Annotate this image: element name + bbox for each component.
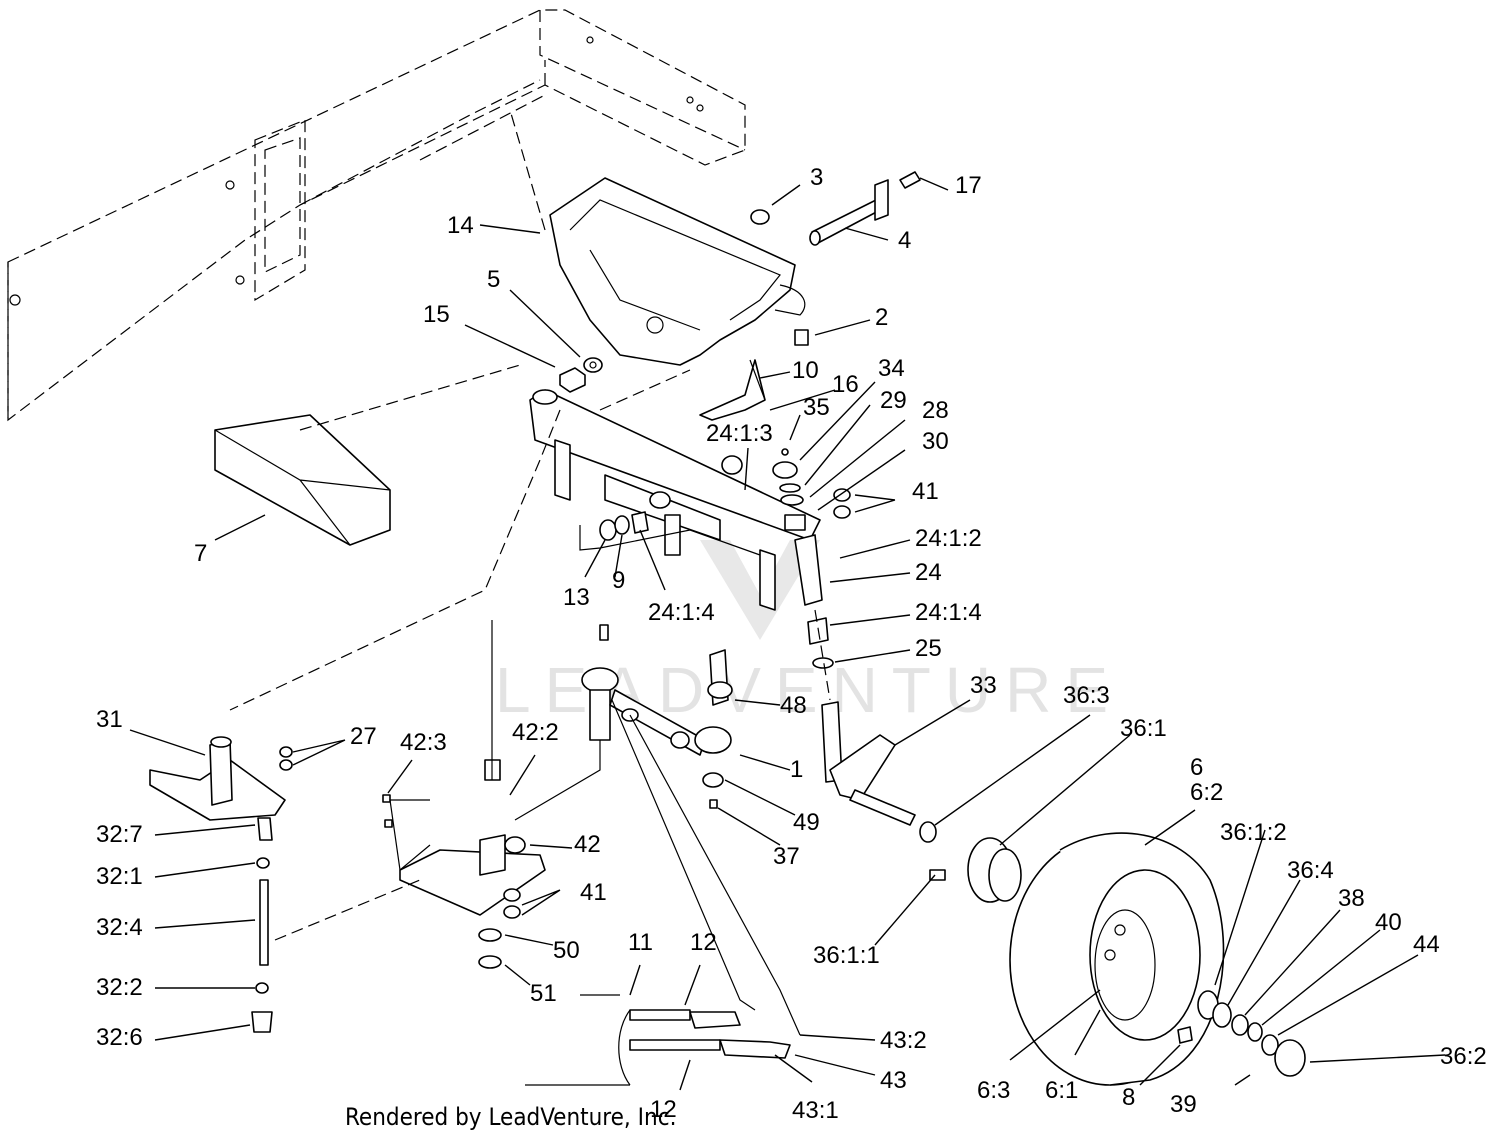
steering-cylinder-part-1: [581, 624, 732, 809]
callout-16: 16: [832, 371, 859, 398]
callout-40: 40: [1375, 909, 1402, 936]
callout-8: 8: [1122, 1084, 1135, 1111]
callout-6-1: 6:1: [1045, 1077, 1078, 1104]
chassis-frame: [7, 9, 746, 422]
callout-48: 48: [780, 692, 807, 719]
callout-3: 3: [810, 164, 823, 191]
front-axle-part-24: [529, 389, 823, 611]
callout-24-1-3: 24:1:3: [706, 420, 773, 447]
callout-43-1: 43:1: [792, 1097, 839, 1124]
spindle-stack-parts: [772, 448, 806, 531]
callout-33: 33: [970, 672, 997, 699]
hydraulic-hoses-part-11-12-43: [618, 1009, 791, 1086]
wheel-tire-part-6: [1009, 832, 1225, 1086]
pivot-bracket-part-14: [549, 177, 806, 366]
pin-part-4: [809, 179, 889, 246]
callout-37: 37: [773, 843, 800, 870]
callout-6-2: 6:2: [1190, 779, 1223, 806]
callout-30: 30: [922, 428, 949, 455]
callout-6-3: 6:3: [977, 1077, 1010, 1104]
callout-43: 43: [880, 1067, 907, 1094]
callout-12-bottom: 12: [650, 1096, 677, 1123]
callout-42-3: 42:3: [400, 729, 447, 756]
watermark-logo: [700, 540, 820, 640]
callout-13: 13: [563, 584, 590, 611]
nut-part-3: [750, 209, 770, 225]
callout-12-top: 12: [690, 929, 717, 956]
weight-block-part-7: [214, 414, 391, 546]
washers-parts-13-9: [599, 511, 649, 541]
callout-32-7: 32:7: [96, 821, 143, 848]
callout-32-6: 32:6: [96, 1024, 143, 1051]
callout-24: 24: [915, 559, 942, 586]
assembly-dashed-lines: [229, 109, 831, 1086]
callout-24-1-4-left: 24:1:4: [648, 599, 715, 626]
callout-5: 5: [487, 266, 500, 293]
callout-2: 2: [875, 304, 888, 331]
callout-36-2: 36:2: [1440, 1043, 1487, 1070]
callout-15: 15: [423, 301, 450, 328]
washer-part-5: [583, 357, 603, 373]
spindle-part-33: [821, 701, 937, 843]
callout-25: 25: [915, 635, 942, 662]
callout-32-2: 32:2: [96, 974, 143, 1001]
hub-hardware-stack: [1177, 990, 1306, 1077]
callout-6: 6: [1190, 754, 1203, 781]
wheel-hub-part-36-1: [929, 837, 1022, 903]
spindle-part-31: [149, 736, 293, 821]
callout-36-1-2: 36:1:2: [1220, 819, 1287, 846]
callout-4: 4: [898, 227, 911, 254]
callout-36-3: 36:3: [1063, 682, 1110, 709]
callout-43-2: 43:2: [880, 1027, 927, 1054]
callout-24-1-4-right: 24:1:4: [915, 599, 982, 626]
callout-51: 51: [530, 980, 557, 1007]
callout-34: 34: [878, 355, 905, 382]
callout-17: 17: [955, 172, 982, 199]
callout-41-bottom: 41: [580, 879, 607, 906]
callout-27: 27: [350, 723, 377, 750]
callout-29: 29: [880, 387, 907, 414]
tie-rod-part-32: [251, 817, 273, 1033]
callout-7: 7: [194, 540, 207, 567]
callout-11: 11: [628, 929, 653, 956]
callout-50: 50: [553, 937, 580, 964]
callout-35: 35: [803, 394, 830, 421]
callout-41-top: 41: [912, 478, 939, 505]
callout-39: 39: [1170, 1091, 1197, 1118]
callout-38: 38: [1338, 885, 1365, 912]
callout-49: 49: [793, 809, 820, 836]
plate-part-10: [699, 359, 766, 421]
callout-42: 42: [574, 831, 601, 858]
callout-9: 9: [612, 567, 625, 594]
callout-1: 1: [790, 756, 803, 783]
callout-32-4: 32:4: [96, 914, 143, 941]
nut-part-15: [559, 367, 586, 393]
bolt-part-17: [899, 171, 921, 189]
footer-credit: Rendered by LeadVenture, Inc.: [345, 1103, 676, 1131]
callout-labels: 3 17 4 14 5 15 2 10 16 34 35 29 28 30 24…: [96, 164, 1487, 1124]
bracket-part-42: [382, 759, 546, 969]
valve-part-48: [707, 649, 733, 706]
callout-leader-lines: [129, 177, 1446, 1091]
callout-36-4: 36:4: [1287, 857, 1334, 884]
callout-10: 10: [792, 357, 819, 384]
callout-32-1: 32:1: [96, 863, 143, 890]
callout-31: 31: [96, 706, 123, 733]
callout-28: 28: [922, 397, 949, 424]
nuts-part-41-top: [833, 488, 851, 519]
callout-36-1: 36:1: [1120, 715, 1167, 742]
callout-42-2: 42:2: [512, 719, 559, 746]
callout-44: 44: [1413, 931, 1440, 958]
callout-14: 14: [447, 212, 474, 239]
bolt-part-2: [794, 329, 809, 346]
callout-36-1-1: 36:1:1: [813, 942, 880, 969]
callout-24-1-2: 24:1:2: [915, 525, 982, 552]
